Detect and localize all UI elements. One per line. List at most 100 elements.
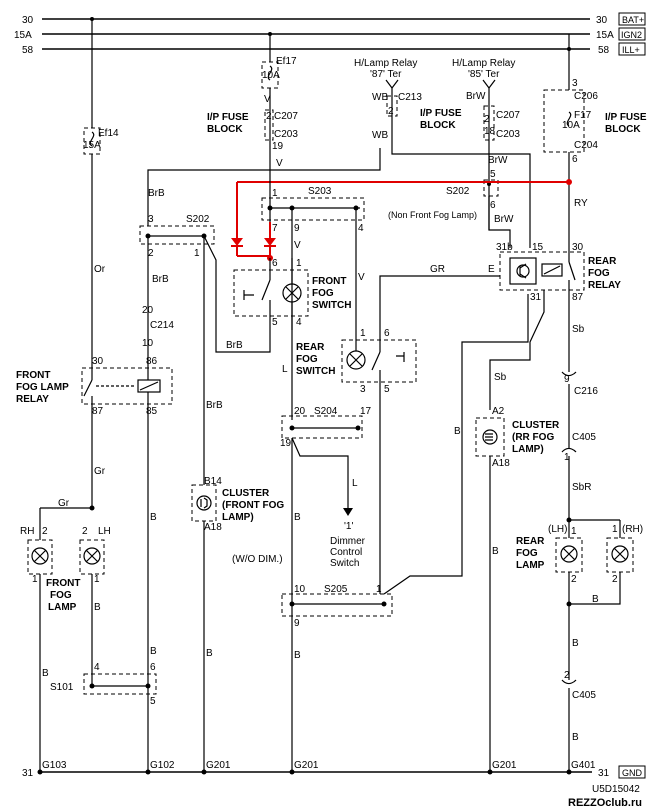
svg-text:B: B [150, 646, 157, 657]
svg-text:FRONT: FRONT [46, 578, 80, 589]
rail-ign-num: 15A [14, 30, 32, 41]
svg-text:(RR FOG: (RR FOG [512, 432, 554, 443]
svg-text:A18: A18 [204, 522, 222, 533]
ill-tag: ILL+ [618, 42, 646, 56]
svg-text:Sb: Sb [494, 372, 507, 383]
svg-text:B: B [572, 732, 579, 743]
svg-text:BrW: BrW [494, 214, 514, 225]
svg-text:(W/O DIM.): (W/O DIM.) [232, 554, 283, 565]
svg-text:5: 5 [150, 696, 156, 707]
svg-text:4: 4 [358, 223, 364, 234]
front-fog-relay: 30 86 87 85 FRONT FOG LAMP RELAY Gr [16, 356, 173, 508]
svg-text:B: B [572, 638, 579, 649]
svg-text:1: 1 [612, 524, 618, 535]
svg-text:S101: S101 [50, 682, 74, 693]
svg-text:B: B [206, 648, 213, 659]
svg-text:6: 6 [384, 328, 390, 339]
svg-text:FOG: FOG [312, 288, 334, 299]
svg-text:C216: C216 [574, 386, 598, 397]
svg-text:S205: S205 [324, 584, 348, 595]
svg-text:L: L [282, 364, 288, 375]
svg-text:'87' Ter: '87' Ter [370, 69, 402, 80]
fuse-ef17: Ef17 10A V 2 C207 C203 19 V I/P FUSE BLO… [207, 32, 298, 180]
gnd-tag: GND [618, 765, 646, 779]
svg-text:C203: C203 [274, 129, 298, 140]
svg-text:9: 9 [294, 223, 300, 234]
svg-text:LH: LH [98, 526, 111, 537]
svg-text:(FRONT FOG: (FRONT FOG [222, 500, 284, 511]
svg-text:FOG: FOG [296, 354, 318, 365]
svg-text:V: V [358, 272, 365, 283]
svg-text:B: B [492, 546, 499, 557]
splice-s202-left: 3 S202 2 1 BrB BrB 20 C214 10 BrB BrB B … [139, 148, 381, 772]
front-fog-switch: 1 6 5 4 FRONT FOG SWITCH [233, 258, 351, 330]
svg-text:85: 85 [146, 406, 158, 417]
hlamp-85: H/Lamp Relay '85' Ter BrW C207 C203 2 18… [388, 58, 520, 248]
svg-text:C207: C207 [274, 111, 298, 122]
svg-text:BrW: BrW [488, 155, 508, 166]
svg-text:'85' Ter: '85' Ter [468, 69, 500, 80]
svg-text:REAR: REAR [296, 342, 325, 353]
svg-text:31b: 31b [496, 242, 513, 253]
svg-text:SWITCH: SWITCH [312, 300, 351, 311]
svg-text:A2: A2 [492, 406, 505, 417]
svg-text:F17: F17 [574, 110, 592, 121]
svg-text:Sb: Sb [572, 324, 585, 335]
svg-text:L: L [352, 478, 358, 489]
svg-text:7: 7 [272, 223, 278, 234]
svg-text:3: 3 [360, 384, 366, 395]
svg-text:B: B [294, 650, 301, 661]
svg-text:E: E [488, 264, 495, 275]
svg-text:Control: Control [330, 547, 362, 558]
svg-text:6: 6 [150, 662, 156, 673]
svg-text:GND: GND [622, 768, 643, 778]
svg-text:1: 1 [194, 248, 200, 259]
splice-s203: S203 1 7 9 4 V V [261, 180, 365, 420]
svg-text:20: 20 [294, 406, 306, 417]
svg-text:3: 3 [572, 78, 578, 89]
svg-text:G102: G102 [150, 760, 175, 771]
svg-text:BLOCK: BLOCK [605, 124, 641, 135]
svg-text:FOG LAMP: FOG LAMP [16, 382, 69, 393]
svg-text:S202: S202 [446, 186, 470, 197]
svg-text:1: 1 [571, 526, 577, 537]
svg-text:4: 4 [296, 317, 302, 328]
svg-text:C207: C207 [496, 110, 520, 121]
svg-text:19: 19 [272, 141, 284, 152]
svg-text:GR: GR [430, 264, 445, 275]
svg-text:87: 87 [572, 292, 584, 303]
svg-text:B: B [294, 512, 301, 523]
svg-text:SbR: SbR [572, 482, 591, 493]
rail-gnd-num-r: 31 [598, 768, 610, 779]
ign-tag: IGN2 [618, 27, 646, 41]
svg-text:A18: A18 [492, 458, 510, 469]
grounds: G103 G102 G201 G201 G201 G401 [37, 760, 596, 775]
svg-text:17: 17 [360, 406, 372, 417]
rail-ill-num-r: 58 [598, 45, 610, 56]
svg-text:20: 20 [142, 305, 154, 316]
svg-text:10A: 10A [562, 120, 580, 131]
svg-text:H/Lamp Relay: H/Lamp Relay [452, 58, 515, 69]
svg-text:Switch: Switch [330, 558, 359, 569]
cluster-rear-fog: A2 A18 CLUSTER (RR FOG LAMP) B B [454, 406, 560, 772]
svg-text:1: 1 [564, 452, 570, 463]
svg-text:(RH): (RH) [622, 524, 643, 535]
svg-text:I/P FUSE: I/P FUSE [605, 112, 647, 123]
svg-text:6: 6 [572, 154, 578, 165]
svg-text:LAMP: LAMP [516, 560, 545, 571]
svg-text:10A: 10A [262, 70, 280, 81]
svg-text:FRONT: FRONT [16, 370, 50, 381]
svg-text:C203: C203 [496, 129, 520, 140]
svg-text:Ef17: Ef17 [276, 56, 297, 67]
svg-text:V: V [264, 94, 271, 105]
svg-text:C204: C204 [574, 140, 598, 151]
fuse-ef14: Ef14 15A Or [83, 17, 119, 368]
svg-text:ILL+: ILL+ [622, 45, 640, 55]
svg-text:1: 1 [94, 574, 100, 585]
svg-text:LAMP): LAMP) [512, 444, 544, 455]
svg-text:6: 6 [490, 200, 496, 211]
svg-text:Ef14: Ef14 [98, 128, 119, 139]
svg-text:FOG: FOG [516, 548, 538, 559]
svg-text:SWITCH: SWITCH [296, 366, 335, 377]
